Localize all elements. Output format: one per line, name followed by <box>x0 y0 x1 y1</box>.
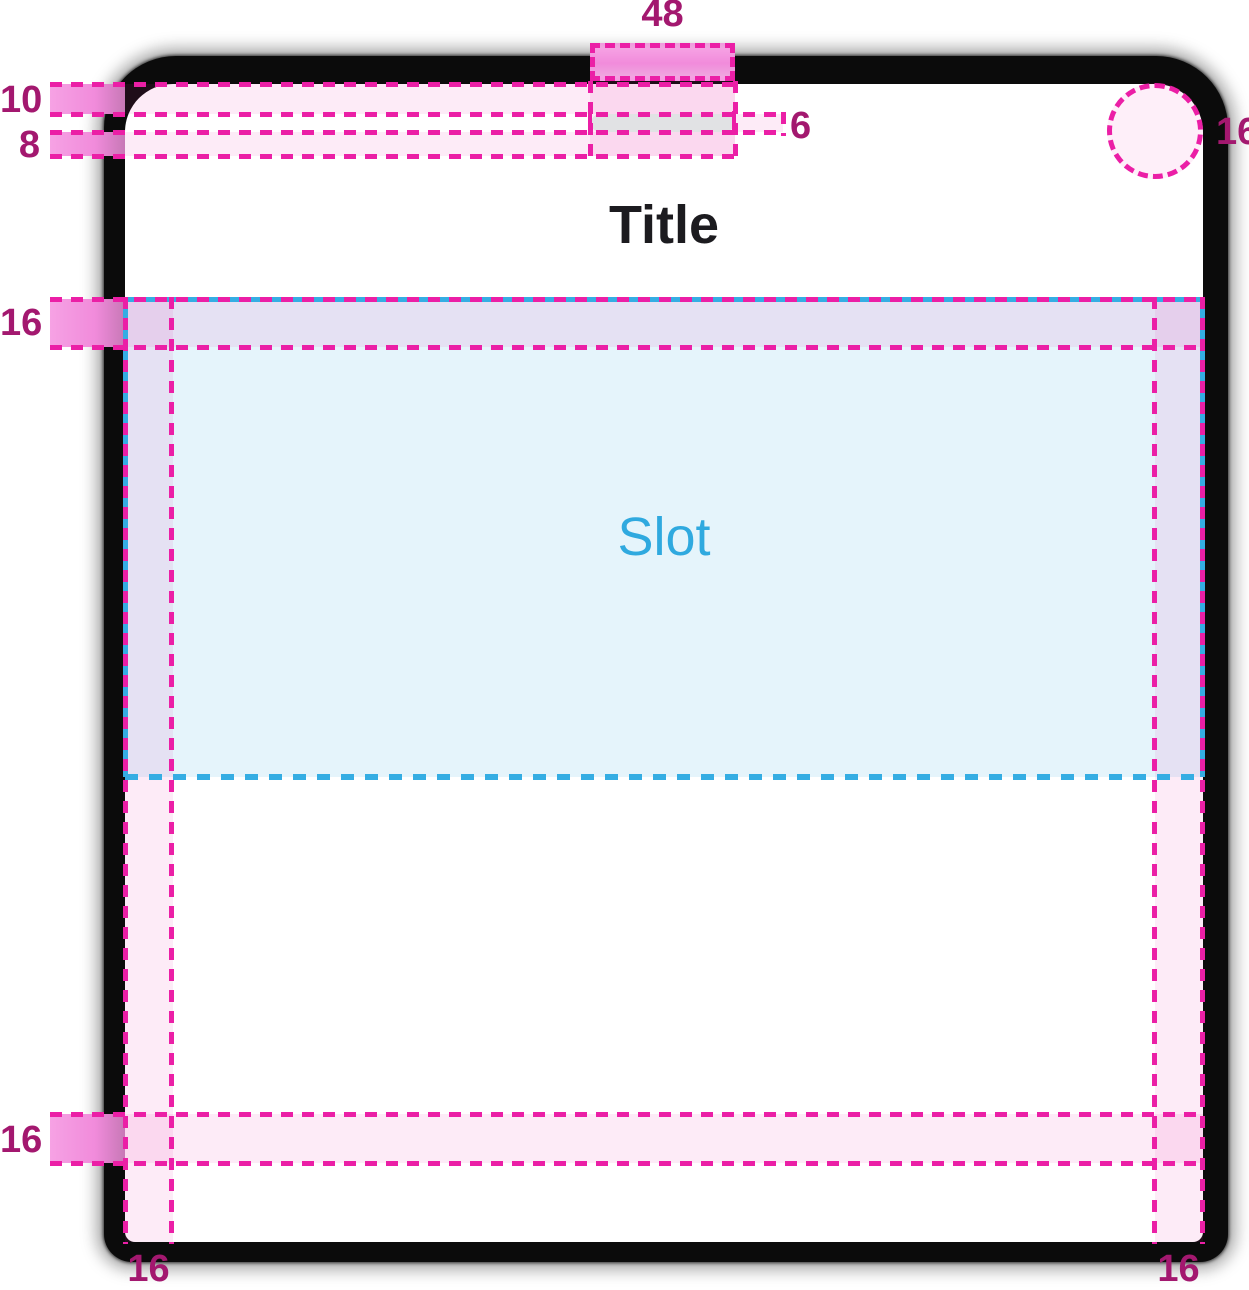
measure-bar-top-padding <box>50 84 125 114</box>
dim-handle-width: 48 <box>641 0 684 35</box>
measure-bar-bottom-padding <box>50 1114 125 1163</box>
measure-bar-title-gap <box>50 299 125 347</box>
bottom-sheet-card <box>125 84 1203 1242</box>
dim-padding-below-handle: 8 <box>18 124 40 166</box>
dim-corner-radius: 16 <box>1216 111 1249 153</box>
redline-right-column-outer <box>1200 297 1205 1244</box>
dim-bottom-padding: 16 <box>0 1119 43 1161</box>
measure-bar-below-handle <box>50 132 125 156</box>
redline-right-column-inner <box>1152 297 1157 1244</box>
overlay-below-handle-band <box>125 132 735 156</box>
redline-left-column-outer <box>123 297 128 1244</box>
slotline-bottom <box>125 774 1203 780</box>
measure-box-handle-width <box>590 43 735 81</box>
dim-title-content-gap: 16 <box>0 302 43 344</box>
redline-handle-top <box>50 112 783 117</box>
dim-right-column: 16 <box>1157 1248 1200 1290</box>
redline-top-padding-top <box>50 82 735 87</box>
redline-handle-width-left <box>588 81 593 158</box>
redline-title-gap-bottom <box>50 345 1203 350</box>
drag-handle <box>591 114 734 132</box>
overlay-bottom-band <box>125 1114 1203 1163</box>
corner-radius-circle <box>1107 83 1203 179</box>
redline-handle-bottom <box>50 130 783 135</box>
slot-label: Slot <box>617 507 711 567</box>
redline-below-handle-bottom <box>50 154 735 159</box>
redline-left-column-inner <box>169 297 174 1244</box>
overlay-right-column <box>1155 299 1203 1242</box>
dim-left-column: 16 <box>127 1248 170 1290</box>
redline-title-gap-top <box>50 297 1203 302</box>
redline-bottom-band-bottom <box>50 1161 1203 1166</box>
redline-handle-width-right <box>733 81 738 158</box>
slot-area <box>125 299 1203 777</box>
redline-bottom-band-top <box>50 1112 1203 1117</box>
overlay-top-padding-band <box>125 84 735 114</box>
sheet-title: Title <box>608 195 720 255</box>
dim-padding-above-handle: 10 <box>0 79 43 121</box>
overlay-handle-height-box <box>735 114 783 132</box>
redline-handle-height-box-right <box>781 112 786 136</box>
dim-handle-height: 6 <box>790 105 812 147</box>
overlay-title-gap-band <box>125 299 1203 347</box>
overlay-left-column <box>125 299 173 1242</box>
